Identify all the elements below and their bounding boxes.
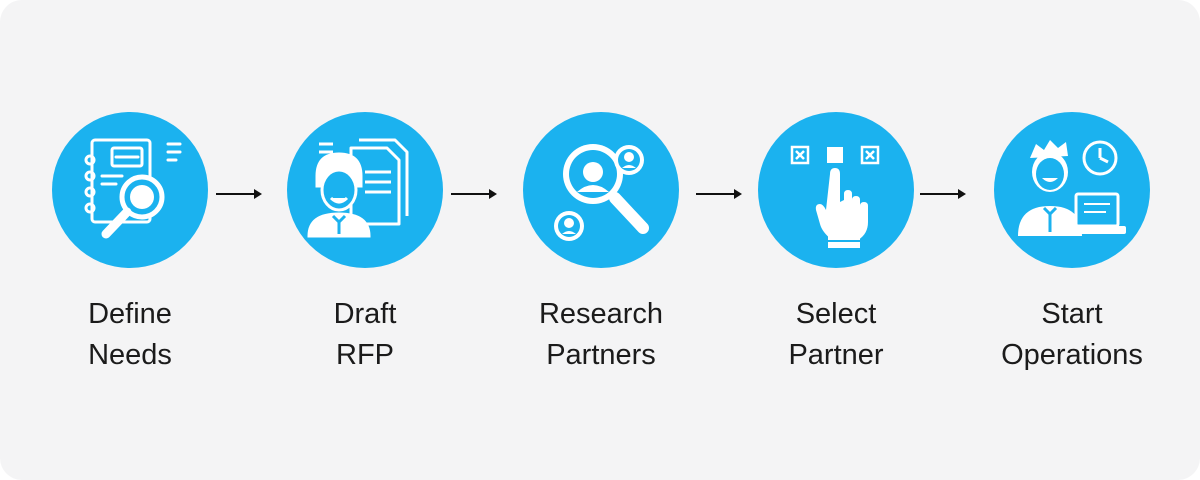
step-circle <box>994 112 1150 268</box>
step-circle <box>758 112 914 268</box>
person-documents-icon <box>307 138 409 238</box>
step-label-line: Define <box>88 298 172 330</box>
arrow-right-icon <box>451 189 497 199</box>
step-circle <box>52 112 208 268</box>
step-circle <box>287 112 443 268</box>
arrow-right-icon <box>920 189 966 199</box>
step-label: Select Partner <box>736 294 936 376</box>
step-label-line: RFP <box>336 339 394 371</box>
notebook-magnifier-icon <box>84 138 182 239</box>
step-label-line: Select <box>795 298 877 330</box>
step-label: Draft RFP <box>265 294 465 376</box>
hand-select-checkbox-icon <box>790 145 880 248</box>
step-draft-rfp: Draft RFP <box>265 112 465 376</box>
step-label-line: Operations <box>1001 339 1143 371</box>
step-label-line: Research <box>538 298 664 330</box>
step-start-operations: Start Operations <box>972 112 1172 376</box>
step-label-line: Start <box>1041 298 1103 330</box>
step-circle <box>523 112 679 268</box>
step-research-partners: Research Partners <box>501 112 701 376</box>
magnifier-people-icon <box>554 144 649 241</box>
step-define-needs: Define Needs <box>30 112 230 376</box>
step-label: Start Operations <box>972 294 1172 376</box>
arrow-right-icon <box>216 189 262 199</box>
step-label: Define Needs <box>30 294 230 376</box>
step-label: Research Partners <box>501 294 701 376</box>
step-label-line: Partners <box>546 339 656 371</box>
arrow-right-icon <box>696 189 742 199</box>
step-label-line: Needs <box>88 339 172 371</box>
step-label-line: Draft <box>333 298 397 330</box>
step-select-partner: Select Partner <box>736 112 936 376</box>
step-label-line: Partner <box>788 339 884 371</box>
person-clock-laptop-icon <box>1018 140 1126 236</box>
